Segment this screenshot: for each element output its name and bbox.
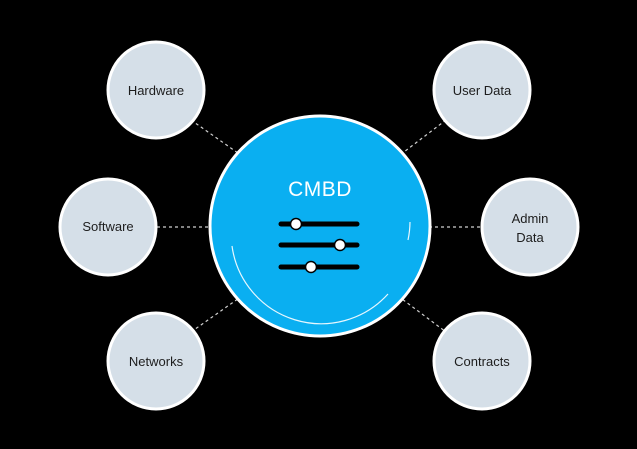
hub-inner-arc-right [407,221,411,241]
node-admin-data-label-line-1: Admin [512,211,549,226]
slider-knob-2 [333,238,347,252]
connector-contracts [397,295,447,333]
hub-inner-arc-bottom [231,245,389,325]
connector-hardware [190,119,246,159]
node-admin-data-label-line-2: Data [516,230,544,245]
hub-title: CMBD [288,178,352,201]
node-user-data-label: User Data [453,83,512,98]
node-networks[interactable]: Networks [106,311,206,411]
connectors [157,119,482,333]
sliders-icon [278,217,360,274]
node-contracts-label: Contracts [454,354,510,369]
node-software[interactable]: Software [58,177,158,277]
node-hardware-label: Hardware [128,83,184,98]
node-admin-data[interactable]: Admin Data [480,177,580,277]
node-software-label: Software [82,219,133,234]
slider-knob-3 [304,260,318,274]
hub-cmbd[interactable]: CMBD [208,114,432,338]
node-contracts[interactable]: Contracts [432,311,532,411]
node-networks-label: Networks [129,354,184,369]
connector-user-data [395,119,447,159]
node-user-data[interactable]: User Data [432,40,532,140]
node-hardware[interactable]: Hardware [106,40,206,140]
slider-knob-1 [289,217,303,231]
connector-networks [190,295,243,333]
